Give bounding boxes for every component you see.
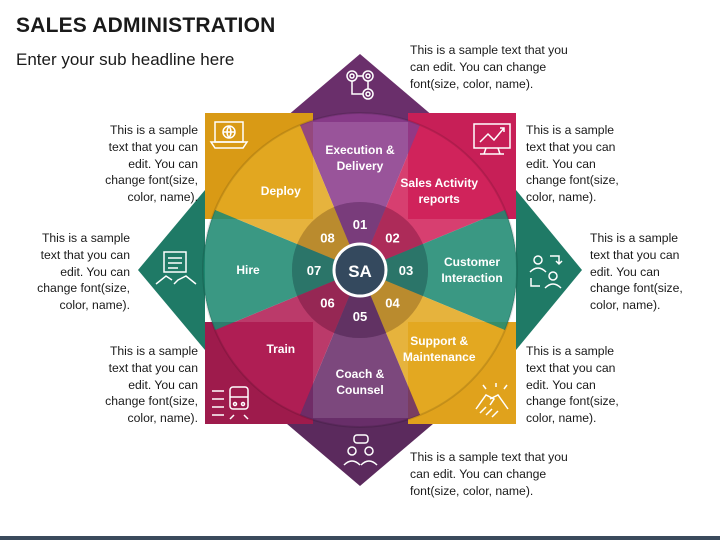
segment-number-07: 07 (307, 263, 321, 278)
note-right-top: This is a sample text that you can edit.… (526, 123, 619, 205)
gears-icon (346, 70, 374, 100)
segment-03 (360, 209, 517, 331)
wheel-outline (202, 112, 518, 428)
segment-label-07: Hire (236, 263, 260, 277)
inner-segment-05 (333, 270, 387, 339)
segment-number-08: 08 (320, 230, 334, 245)
handshake-icon (475, 383, 509, 418)
page-subtitle: Enter your sub headline here (16, 50, 235, 69)
segment-number-01: 01 (353, 217, 367, 232)
note-top: This is a sample text that you can edit.… (410, 43, 568, 91)
center-label: SA (348, 262, 372, 281)
segment-label-04: Support &Maintenance (403, 334, 476, 364)
note-left-top: This is a sample text that you can edit.… (105, 123, 198, 205)
chart-monitor-icon (473, 123, 511, 155)
inner-segment-01 (333, 202, 387, 270)
segment-label-01: Execution &Delivery (325, 143, 395, 173)
page-title: SALES ADMINISTRATION (16, 14, 276, 37)
right-diamond (516, 190, 582, 350)
mentoring-icon (343, 434, 378, 466)
note-bottom: This is a sample text that you can edit.… (410, 450, 568, 498)
segment-label-08: Deploy (261, 184, 301, 198)
inner-segment-03 (360, 243, 429, 297)
segment-number-06: 06 (320, 296, 334, 311)
note-left-bottom: This is a sample text that you can edit.… (105, 344, 198, 426)
segment-number-05: 05 (353, 309, 367, 324)
note-right-bottom: This is a sample text that you can edit.… (526, 344, 619, 426)
inner-segment-07 (292, 243, 360, 297)
train-icon (212, 386, 249, 420)
top-diamond (280, 54, 440, 122)
customer-exchange-icon (529, 255, 563, 289)
segment-label-06: Train (266, 342, 295, 356)
left-diamond (138, 190, 205, 350)
resume-handshake-icon (155, 251, 197, 285)
segment-label-05: Coach &Counsel (336, 367, 385, 397)
note-left-mid: This is a sample text that you can edit.… (37, 231, 130, 313)
segment-01 (299, 113, 421, 271)
segment-05 (299, 270, 421, 427)
bottom-diamond (280, 418, 440, 486)
segment-07 (203, 209, 360, 331)
laptop-globe-icon (209, 121, 249, 149)
center-hub (332, 242, 388, 298)
segment-number-04: 04 (385, 296, 400, 311)
segment-number-03: 03 (399, 263, 413, 278)
footer-bar (0, 536, 720, 540)
note-right-mid: This is a sample text that you can edit.… (590, 231, 683, 313)
segment-number-02: 02 (385, 230, 399, 245)
